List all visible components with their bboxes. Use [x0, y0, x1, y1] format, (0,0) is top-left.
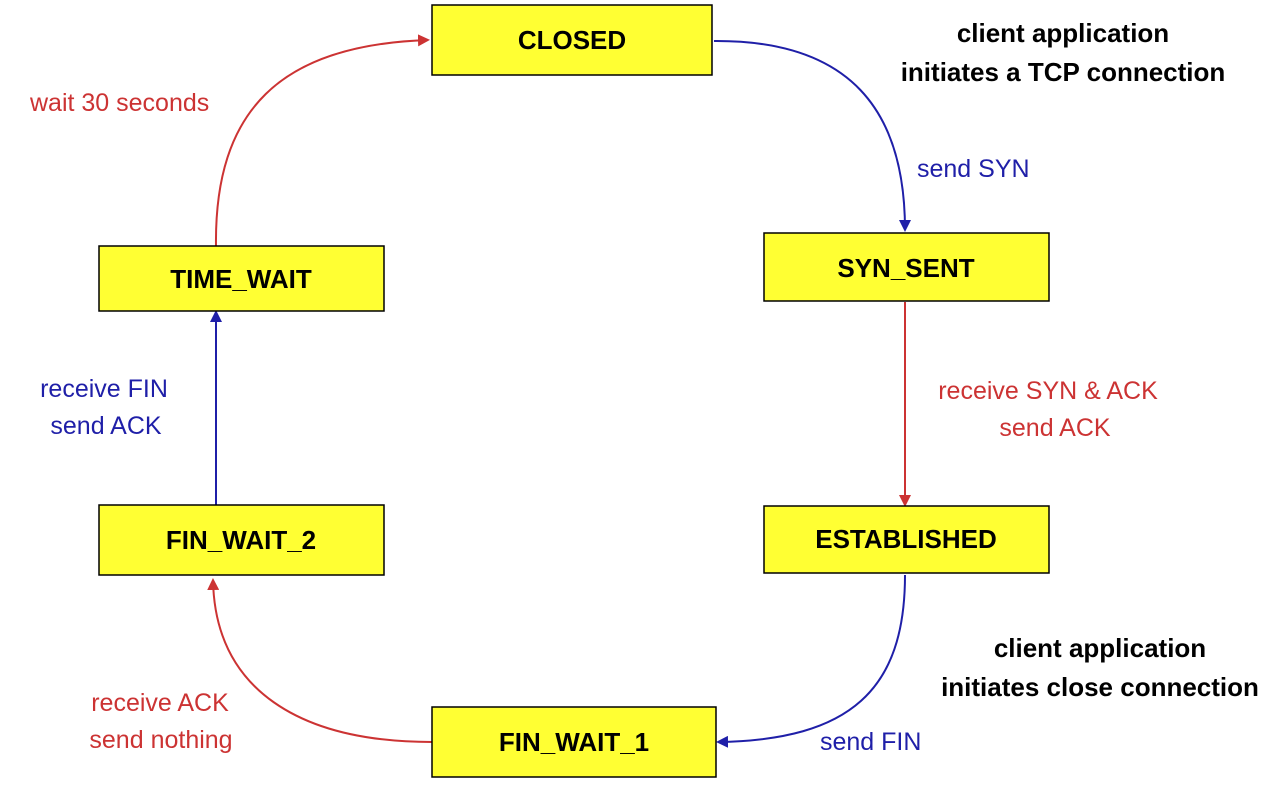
state-time-wait: TIME_WAIT	[98, 245, 385, 312]
state-fin-wait-2: FIN_WAIT_2	[98, 504, 385, 576]
note-close-line-1: client application	[994, 633, 1206, 663]
note-close-line-2: initiates close connection	[941, 672, 1259, 702]
state-closed: CLOSED	[431, 4, 713, 76]
label-send-syn: send SYN	[917, 155, 1030, 183]
state-syn-sent-label: SYN_SENT	[837, 253, 974, 283]
label-receive-fin: receive FIN	[40, 375, 168, 403]
label-send-ack-2: send ACK	[50, 412, 162, 440]
arrow-closed-to-syn-sent	[713, 39, 911, 232]
state-established-label: ESTABLISHED	[815, 524, 997, 554]
arrow-fin-wait-1-to-fin-wait-2	[207, 578, 433, 743]
arrow-established-to-fin-wait-1	[716, 574, 906, 748]
label-send-ack-1: send ACK	[999, 414, 1111, 442]
label-receive-ack: receive ACK	[91, 689, 229, 717]
state-established: ESTABLISHED	[763, 505, 1050, 574]
note-open-line-2: initiates a TCP connection	[901, 57, 1226, 87]
label-send-fin: send FIN	[820, 728, 921, 756]
arrow-time-wait-to-closed	[214, 34, 430, 248]
label-receive-syn-ack: receive SYN & ACK	[938, 377, 1158, 405]
label-send-nothing: send nothing	[89, 726, 232, 754]
state-time-wait-label: TIME_WAIT	[170, 264, 312, 294]
state-fin-wait-1-label: FIN_WAIT_1	[499, 727, 649, 757]
state-fin-wait-1: FIN_WAIT_1	[431, 706, 717, 778]
state-fin-wait-2-label: FIN_WAIT_2	[166, 525, 316, 555]
state-syn-sent: SYN_SENT	[763, 232, 1050, 302]
label-wait-30-seconds: wait 30 seconds	[29, 89, 209, 117]
note-open-line-1: client application	[957, 18, 1169, 48]
state-closed-label: CLOSED	[518, 25, 626, 55]
